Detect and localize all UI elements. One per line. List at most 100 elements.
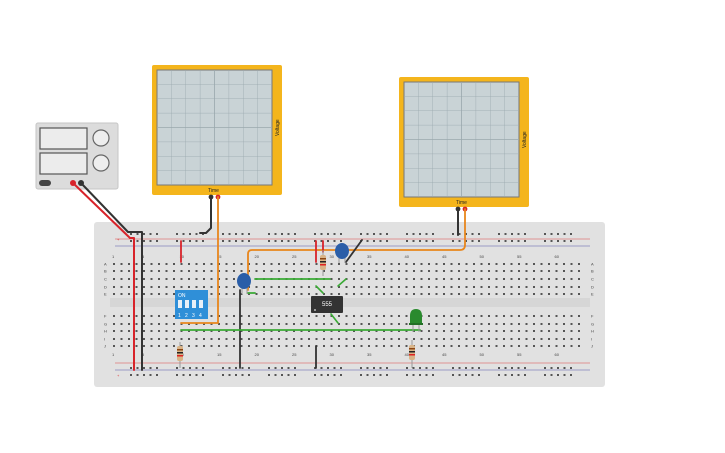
breadboard-hole[interactable] bbox=[330, 315, 333, 317]
rail-hole[interactable] bbox=[130, 233, 132, 235]
breadboard-hole[interactable] bbox=[128, 263, 130, 265]
breadboard-hole[interactable] bbox=[225, 338, 228, 340]
rail-hole[interactable] bbox=[517, 367, 520, 369]
breadboard-hole[interactable] bbox=[375, 345, 378, 347]
breadboard-hole[interactable] bbox=[563, 345, 565, 347]
rail-hole[interactable] bbox=[379, 233, 382, 235]
breadboard-hole[interactable] bbox=[480, 345, 483, 347]
breadboard-hole[interactable] bbox=[240, 270, 243, 272]
rail-hole[interactable] bbox=[511, 367, 513, 369]
rail-hole[interactable] bbox=[182, 233, 185, 235]
breadboard-hole[interactable] bbox=[563, 330, 565, 332]
rail-hole[interactable] bbox=[386, 367, 388, 369]
breadboard-hole[interactable] bbox=[578, 278, 580, 280]
rail-hole[interactable] bbox=[373, 233, 375, 235]
breadboard-hole[interactable] bbox=[495, 270, 498, 272]
breadboard-hole[interactable] bbox=[338, 323, 340, 325]
breadboard-hole[interactable] bbox=[503, 286, 505, 288]
rail-hole[interactable] bbox=[478, 367, 480, 369]
resistor-bottom-left[interactable] bbox=[177, 342, 183, 368]
breadboard-hole[interactable] bbox=[338, 286, 340, 288]
breadboard-hole[interactable] bbox=[323, 323, 325, 325]
rail-hole[interactable] bbox=[136, 233, 139, 235]
rail-hole[interactable] bbox=[241, 240, 244, 242]
breadboard-hole[interactable] bbox=[233, 293, 235, 295]
breadboard-hole[interactable] bbox=[518, 338, 520, 340]
breadboard-hole[interactable] bbox=[210, 286, 213, 288]
breadboard-hole[interactable] bbox=[218, 270, 220, 272]
rail-hole[interactable] bbox=[333, 367, 336, 369]
breadboard-hole[interactable] bbox=[210, 263, 213, 265]
breadboard-hole[interactable] bbox=[180, 330, 183, 332]
breadboard-hole[interactable] bbox=[308, 270, 310, 272]
breadboard-hole[interactable] bbox=[360, 263, 363, 265]
breadboard-hole[interactable] bbox=[420, 345, 423, 347]
breadboard-hole[interactable] bbox=[360, 315, 363, 317]
breadboard-hole[interactable] bbox=[308, 315, 310, 317]
breadboard-hole[interactable] bbox=[398, 263, 400, 265]
rail-hole[interactable] bbox=[517, 240, 520, 242]
breadboard-hole[interactable] bbox=[495, 278, 498, 280]
rail-hole[interactable] bbox=[498, 240, 500, 242]
breadboard-hole[interactable] bbox=[270, 293, 273, 295]
breadboard-hole[interactable] bbox=[225, 315, 228, 317]
breadboard-hole[interactable] bbox=[330, 263, 333, 265]
breadboard-hole[interactable] bbox=[120, 263, 123, 265]
breadboard-hole[interactable] bbox=[128, 278, 130, 280]
breadboard-hole[interactable] bbox=[345, 293, 348, 295]
breadboard-hole[interactable] bbox=[308, 286, 310, 288]
breadboard-hole[interactable] bbox=[450, 286, 453, 288]
breadboard-hole[interactable] bbox=[578, 345, 580, 347]
breadboard-hole[interactable] bbox=[578, 286, 580, 288]
breadboard-hole[interactable] bbox=[368, 278, 370, 280]
power-supply[interactable] bbox=[35, 122, 119, 190]
breadboard-hole[interactable] bbox=[578, 330, 580, 332]
breadboard-hole[interactable] bbox=[548, 323, 550, 325]
breadboard-hole[interactable] bbox=[398, 286, 400, 288]
breadboard-hole[interactable] bbox=[308, 345, 310, 347]
rail-hole[interactable] bbox=[130, 367, 132, 369]
breadboard-hole[interactable] bbox=[330, 345, 333, 347]
capacitor-left[interactable] bbox=[237, 273, 251, 294]
breadboard-hole[interactable] bbox=[428, 278, 430, 280]
breadboard-hole[interactable] bbox=[533, 323, 535, 325]
breadboard-hole[interactable] bbox=[368, 270, 370, 272]
rail-hole[interactable] bbox=[333, 233, 336, 235]
breadboard-hole[interactable] bbox=[570, 323, 573, 325]
breadboard-hole[interactable] bbox=[495, 293, 498, 295]
breadboard-hole[interactable] bbox=[398, 315, 400, 317]
breadboard-hole[interactable] bbox=[555, 330, 558, 332]
breadboard-hole[interactable] bbox=[518, 278, 520, 280]
breadboard-hole[interactable] bbox=[143, 278, 145, 280]
breadboard-hole[interactable] bbox=[555, 323, 558, 325]
breadboard-hole[interactable] bbox=[375, 323, 378, 325]
breadboard-hole[interactable] bbox=[428, 315, 430, 317]
rail-hole[interactable] bbox=[333, 374, 336, 376]
breadboard-hole[interactable] bbox=[510, 315, 513, 317]
breadboard-hole[interactable] bbox=[495, 330, 498, 332]
breadboard-hole[interactable] bbox=[113, 293, 115, 295]
rail-hole[interactable] bbox=[156, 367, 158, 369]
breadboard-hole[interactable] bbox=[540, 345, 543, 347]
breadboard-hole[interactable] bbox=[173, 338, 175, 340]
breadboard-hole[interactable] bbox=[375, 286, 378, 288]
breadboard-hole[interactable] bbox=[435, 345, 438, 347]
wire-supply-positive[interactable] bbox=[72, 182, 135, 371]
breadboard-hole[interactable] bbox=[263, 286, 265, 288]
breadboard-hole[interactable] bbox=[195, 263, 198, 265]
rail-hole[interactable] bbox=[570, 233, 572, 235]
breadboard-hole[interactable] bbox=[173, 270, 175, 272]
rail-hole[interactable] bbox=[563, 367, 566, 369]
breadboard-hole[interactable] bbox=[225, 286, 228, 288]
breadboard-hole[interactable] bbox=[518, 345, 520, 347]
breadboard-hole[interactable] bbox=[540, 270, 543, 272]
breadboard-hole[interactable] bbox=[548, 286, 550, 288]
breadboard-hole[interactable] bbox=[555, 286, 558, 288]
breadboard-hole[interactable] bbox=[458, 270, 460, 272]
breadboard-hole[interactable] bbox=[353, 270, 355, 272]
breadboard-hole[interactable] bbox=[383, 345, 385, 347]
breadboard-hole[interactable] bbox=[488, 278, 490, 280]
oscilloscope-1[interactable]: Time Voltage bbox=[152, 65, 282, 200]
rail-hole[interactable] bbox=[504, 374, 507, 376]
